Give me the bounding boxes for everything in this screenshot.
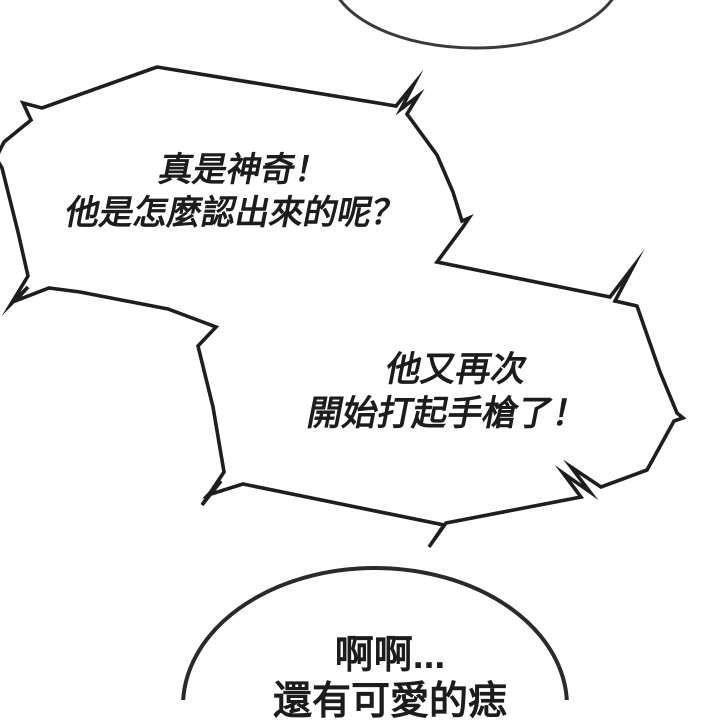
shout-bubble-2-text: 他又再次 開始打起手槍了！: [263, 348, 640, 436]
shout-bubble-1-text: 真是神奇！ 他是怎麼認出來的呢？: [32, 149, 449, 235]
bottom-bubble-ellipse: [181, 566, 569, 700]
shout-bubble-1-line-2: 他是怎麼認出來的呢？: [62, 194, 410, 232]
comic-panel-art: [0, 0, 687, 700]
bottom-bubble-line-1: 啊啊...: [334, 634, 446, 677]
shout-bubbles-outline: [0, 65, 687, 549]
top-bubble-arc: [338, 0, 614, 50]
shout-bubble-2-line-1: 他又再次: [382, 350, 531, 389]
bottom-bubble-line-2: 還有可愛的痣: [272, 680, 507, 723]
shout-bubble-1-line-1: 真是神奇！: [155, 151, 333, 189]
shout-bubble-2-line-2: 開始打起手槍了！: [304, 394, 592, 433]
bottom-bubble-text: 啊啊... 還有可愛的痣: [225, 633, 555, 725]
